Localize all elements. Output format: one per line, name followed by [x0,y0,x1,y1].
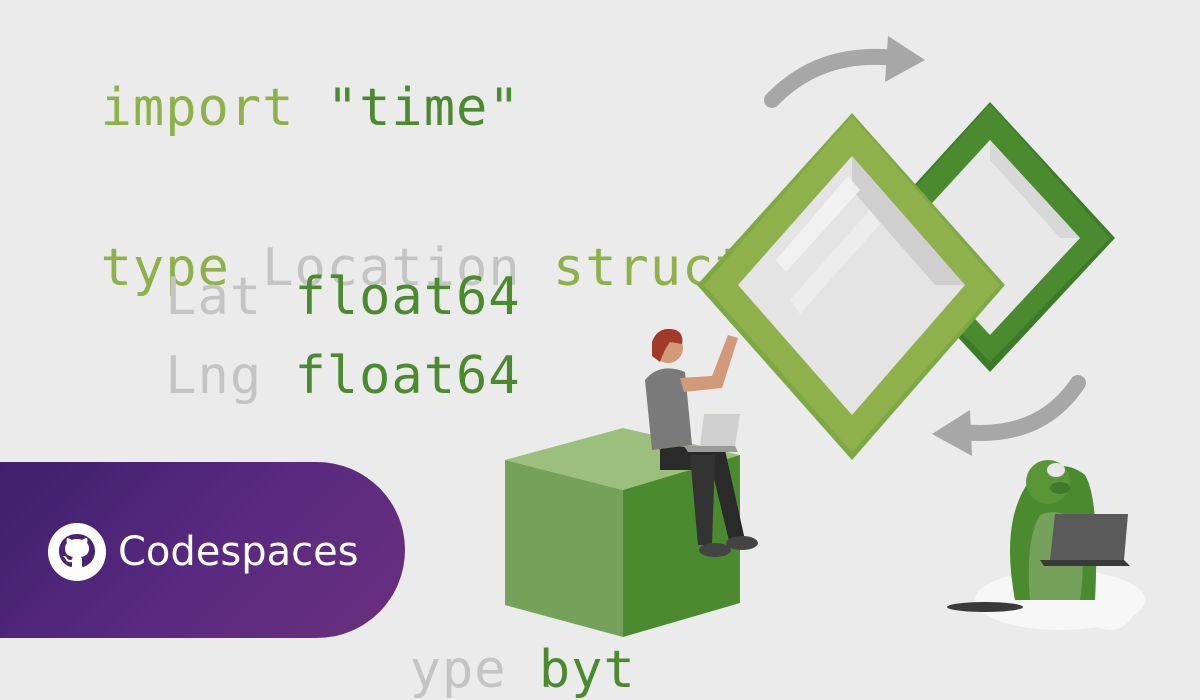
import-string: "time" [326,78,521,138]
code-line-lat: Lat float64 [36,271,521,323]
field-lat-type: float64 [294,267,521,327]
codespaces-badge: Codespaces [0,462,405,638]
rotate-arrow-bottom-icon [932,375,1086,456]
rotate-arrow-top-icon [764,36,925,108]
gopher-illustration [947,460,1145,630]
person-illustration [645,328,758,557]
code-line-import: import "time" [36,30,521,134]
github-icon [48,523,106,581]
codespaces-label: Codespaces [118,529,359,575]
struct-name: Location [262,238,521,298]
field-lat: Lat [165,267,263,327]
field-lng-type: float64 [294,346,521,406]
code-line-lng: Lng float64 [36,350,521,402]
illustration [505,36,1145,637]
light-diamond-frame [697,113,1005,460]
field-lng: Lng [165,346,263,406]
type-keyword: type [100,238,230,298]
import-keyword: import [100,78,295,138]
